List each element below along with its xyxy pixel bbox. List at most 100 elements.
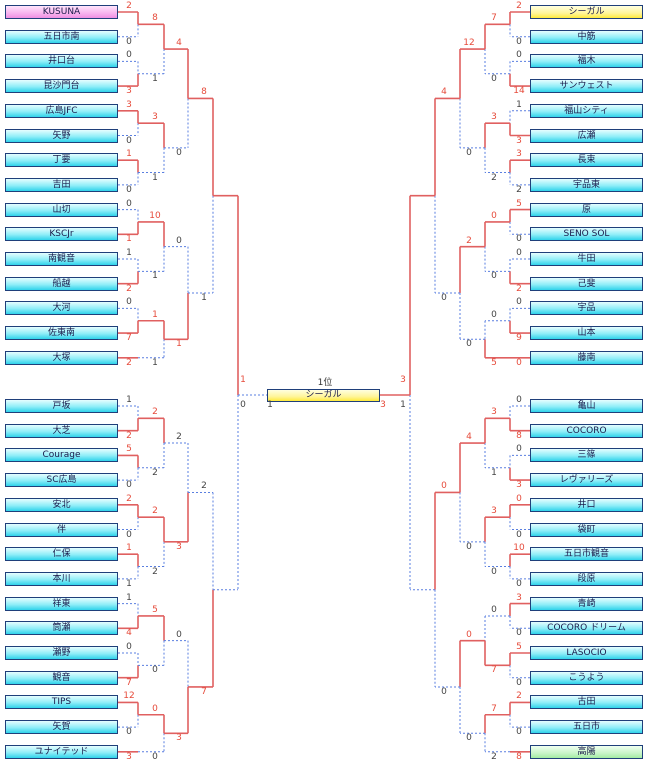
team-right_top-8[interactable]: 原 <box>530 202 643 217</box>
team-right_top-0[interactable]: シーガル <box>530 5 643 19</box>
score: 2 <box>491 172 497 183</box>
team-right_bottom-14[interactable]: 高陽 <box>530 744 643 759</box>
team-left_bottom-10[interactable]: 瀬野 <box>5 646 118 660</box>
team-right_top-3[interactable]: サンウェスト <box>530 79 643 94</box>
score: 3 <box>491 506 497 517</box>
team-left_bottom-7[interactable]: 本川 <box>5 571 118 586</box>
team-right_top-6[interactable]: 長束 <box>530 153 643 168</box>
score: 1 <box>152 172 158 183</box>
team-right_bottom-10[interactable]: LASOCIO <box>530 646 643 660</box>
team-right_top-5[interactable]: 広瀬 <box>530 128 643 143</box>
score: 1 <box>201 292 207 303</box>
team-right_bottom-12[interactable]: 古田 <box>530 695 643 710</box>
score: 1 <box>126 248 132 258</box>
score: 0 <box>491 309 497 320</box>
score: 0 <box>516 493 522 504</box>
team-left_bottom-3[interactable]: SC広島 <box>5 473 118 488</box>
score: 7 <box>491 665 497 676</box>
team-right_top-2[interactable]: 福木 <box>530 54 643 69</box>
team-left_top-2[interactable]: 井口台 <box>5 54 118 69</box>
team-right_bottom-7[interactable]: 段原 <box>530 571 643 586</box>
team-right_top-10[interactable]: 牛田 <box>530 252 643 266</box>
score: 0 <box>516 297 522 308</box>
team-left_bottom-0[interactable]: 戸坂 <box>5 399 118 413</box>
team-right_top-13[interactable]: 山本 <box>530 326 643 341</box>
team-right_top-9[interactable]: SENO SOL <box>530 227 643 242</box>
score: 0 <box>491 604 497 615</box>
score: 0 <box>491 271 497 282</box>
team-left_top-11[interactable]: 船越 <box>5 276 118 291</box>
team-left_bottom-13[interactable]: 矢賀 <box>5 720 118 735</box>
team-left_top-3[interactable]: 昆沙門台 <box>5 79 118 94</box>
team-right_bottom-0[interactable]: 亀山 <box>530 399 643 413</box>
score: 0 <box>516 628 522 639</box>
team-left_top-6[interactable]: 丁要 <box>5 153 118 168</box>
team-left_top-10[interactable]: 南観音 <box>5 252 118 266</box>
team-right_bottom-1[interactable]: COCORO <box>530 423 643 438</box>
team-left_bottom-1[interactable]: 大芝 <box>5 423 118 438</box>
team-right_bottom-5[interactable]: 袋町 <box>530 522 643 537</box>
score: 3 <box>516 480 522 491</box>
team-right_top-1[interactable]: 中筋 <box>530 29 643 44</box>
team-left_bottom-12[interactable]: TIPS <box>5 695 118 710</box>
score: 1 <box>516 99 522 110</box>
score: 0 <box>126 135 132 146</box>
team-left_top-8[interactable]: 山切 <box>5 202 118 217</box>
team-right_top-7[interactable]: 宇品東 <box>530 177 643 192</box>
score: 0 <box>126 198 132 209</box>
team-left_top-12[interactable]: 大河 <box>5 301 118 316</box>
team-right_bottom-4[interactable]: 井口 <box>530 497 643 512</box>
score: 5 <box>152 604 158 615</box>
team-right_bottom-11[interactable]: こうよう <box>530 670 643 685</box>
score: 1 <box>240 375 246 385</box>
team-right_bottom-3[interactable]: レヴァリーズ <box>530 473 643 488</box>
score: 0 <box>516 36 522 47</box>
team-left_bottom-5[interactable]: 伴 <box>5 522 118 537</box>
team-left_top-9[interactable]: KSCJr <box>5 227 118 242</box>
score: 2 <box>201 481 207 492</box>
team-right_bottom-13[interactable]: 五日市 <box>530 720 643 735</box>
score: 0 <box>126 642 132 652</box>
score: 12 <box>463 38 475 49</box>
team-left_top-7[interactable]: 吉田 <box>5 177 118 192</box>
score: 0 <box>152 703 158 714</box>
team-right_bottom-2[interactable]: 三篠 <box>530 448 643 463</box>
team-left_top-4[interactable]: 広島JFC <box>5 103 118 118</box>
team-right_top-11[interactable]: 己斐 <box>530 276 643 291</box>
score: 10 <box>513 543 525 554</box>
team-right_top-14[interactable]: 藤南 <box>530 350 643 365</box>
score: 8 <box>152 13 158 24</box>
score: 4 <box>126 628 132 639</box>
score: 1 <box>152 73 158 84</box>
team-left_top-13[interactable]: 佐東南 <box>5 326 118 341</box>
team-left_bottom-11[interactable]: 観音 <box>5 670 118 685</box>
score: 3 <box>152 112 158 123</box>
team-right_top-12[interactable]: 宇品 <box>530 301 643 316</box>
team-left_bottom-8[interactable]: 祥東 <box>5 596 118 611</box>
team-left_bottom-9[interactable]: 筒瀬 <box>5 621 118 636</box>
team-left_top-5[interactable]: 矢野 <box>5 128 118 143</box>
team-left_top-1[interactable]: 五日市南 <box>5 29 118 44</box>
score: 0 <box>126 297 132 308</box>
team-left_top-0[interactable]: KUSUNA <box>5 5 118 19</box>
score: 4 <box>441 87 447 98</box>
team-left_bottom-4[interactable]: 安北 <box>5 497 118 512</box>
score: 0 <box>176 629 182 640</box>
team-left_bottom-2[interactable]: Courage <box>5 448 118 463</box>
champion-box[interactable]: シーガル <box>267 389 380 402</box>
team-left_bottom-6[interactable]: 仁保 <box>5 547 118 562</box>
score: 3 <box>176 733 182 744</box>
score: 2 <box>152 506 158 517</box>
team-right_bottom-8[interactable]: 青崎 <box>530 596 643 611</box>
score: 1 <box>126 234 132 245</box>
score: 7 <box>491 13 497 24</box>
team-right_top-4[interactable]: 福山シティ <box>530 103 643 118</box>
score: 2 <box>516 283 522 294</box>
score: 2 <box>152 407 158 418</box>
team-right_bottom-9[interactable]: COCORO ドリーム <box>530 621 643 636</box>
team-left_top-14[interactable]: 大塚 <box>5 350 118 365</box>
team-left_bottom-14[interactable]: ユナイテッド <box>5 744 118 759</box>
score: 0 <box>126 480 132 491</box>
team-right_bottom-6[interactable]: 五日市観音 <box>530 547 643 562</box>
